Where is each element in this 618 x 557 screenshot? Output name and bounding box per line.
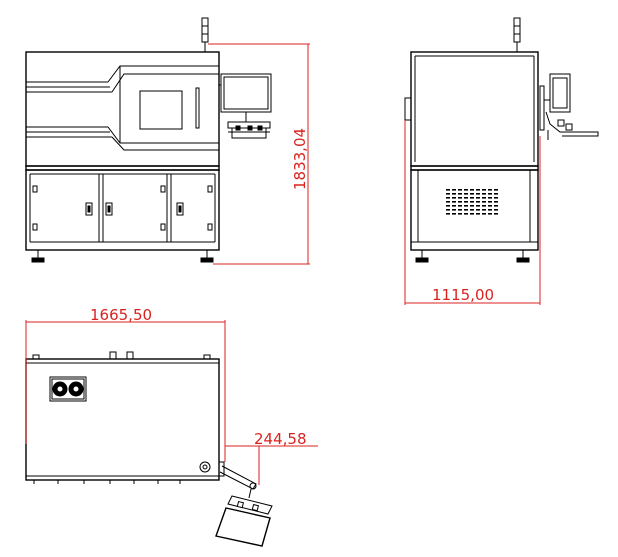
vent-slot [464,201,468,203]
vent-slot [470,197,474,199]
vent-slot [482,193,486,195]
vent-slot [488,205,492,207]
vent-slot [488,193,492,195]
front-door-handle [195,87,200,129]
vent-slot [464,205,468,207]
vent-slot [494,197,498,199]
side-vent-grille [446,189,498,215]
width-dimension: 1665,50 [25,306,226,462]
vent-slot [482,209,486,211]
vent-slot [494,201,498,203]
vent-slot [452,201,456,203]
vent-slot [464,189,468,191]
vent-slot [488,197,492,199]
top-fan-panel [49,376,87,402]
vent-slot [464,213,468,215]
vent-slot [446,193,450,195]
vent-slot [470,201,474,203]
vent-slot [452,189,456,191]
vent-slot [446,205,450,207]
vent-slot [458,193,462,195]
top-view [25,351,273,547]
width-dimension-label: 1665,50 [90,306,152,324]
side-upper-cabinet [410,51,539,167]
vent-slot [464,193,468,195]
vent-slot [476,205,480,207]
depth-dimension: 1115,00 [404,120,541,305]
vent-slot [494,205,498,207]
front-viewing-window [139,90,183,130]
vent-slot [446,189,450,191]
height-dimension-label: 1833,04 [291,128,309,190]
vent-slot [458,189,462,191]
vent-slot [488,213,492,215]
vent-slot [494,213,498,215]
vent-slot [482,201,486,203]
front-monitor [219,73,272,122]
vent-slot [452,205,456,207]
vent-slot [464,197,468,199]
top-knob [199,461,211,473]
vent-slot [464,209,468,211]
front-keyboard-tray [227,121,271,139]
vent-slot [482,205,486,207]
vent-slot [494,189,498,191]
vent-slot [476,201,480,203]
front-signal-tower [201,17,209,52]
front-door-lock-1 [85,202,93,216]
vent-slot [470,209,474,211]
vent-slot [458,197,462,199]
arm-offset-dimension-label: 244,58 [254,430,307,448]
vent-slot [482,189,486,191]
vent-slot [476,197,480,199]
vent-slot [476,213,480,215]
front-lower-cabinet [25,169,220,251]
front-door-lock-2 [105,202,113,216]
vent-slot [470,193,474,195]
side-view [404,17,599,263]
vent-slot [488,201,492,203]
vent-slot [452,197,456,199]
top-bottom-fittings [33,480,181,484]
vent-slot [452,213,456,215]
vent-slot [488,209,492,211]
side-lower-cabinet [410,169,539,251]
vent-slot [452,209,456,211]
front-feet [31,250,214,263]
side-left-handle [404,97,412,121]
side-monitor [539,73,599,140]
vent-slot [470,205,474,207]
arm-offset-dimension: 244,58 [225,430,318,485]
vent-slot [446,213,450,215]
vent-slot [476,193,480,195]
vent-slot [470,189,474,191]
vent-slot [458,201,462,203]
vent-slot [458,205,462,207]
vent-slot [446,209,450,211]
vent-slot [476,189,480,191]
vent-slot [452,193,456,195]
vent-slot [476,209,480,211]
vent-slot [446,201,450,203]
vent-slot [470,213,474,215]
vent-slot [494,209,498,211]
side-feet [415,250,530,263]
top-monitor-arm [215,461,273,547]
front-door-lock-3 [176,202,184,216]
front-view [25,17,272,263]
vent-slot [446,197,450,199]
vent-slot [458,213,462,215]
side-signal-tower [513,17,521,52]
vent-slot [482,197,486,199]
vent-slot [488,189,492,191]
vent-slot [458,209,462,211]
depth-dimension-label: 1115,00 [432,286,494,304]
vent-slot [482,213,486,215]
vent-slot [494,193,498,195]
height-dimension: 1833,04 [208,43,310,265]
